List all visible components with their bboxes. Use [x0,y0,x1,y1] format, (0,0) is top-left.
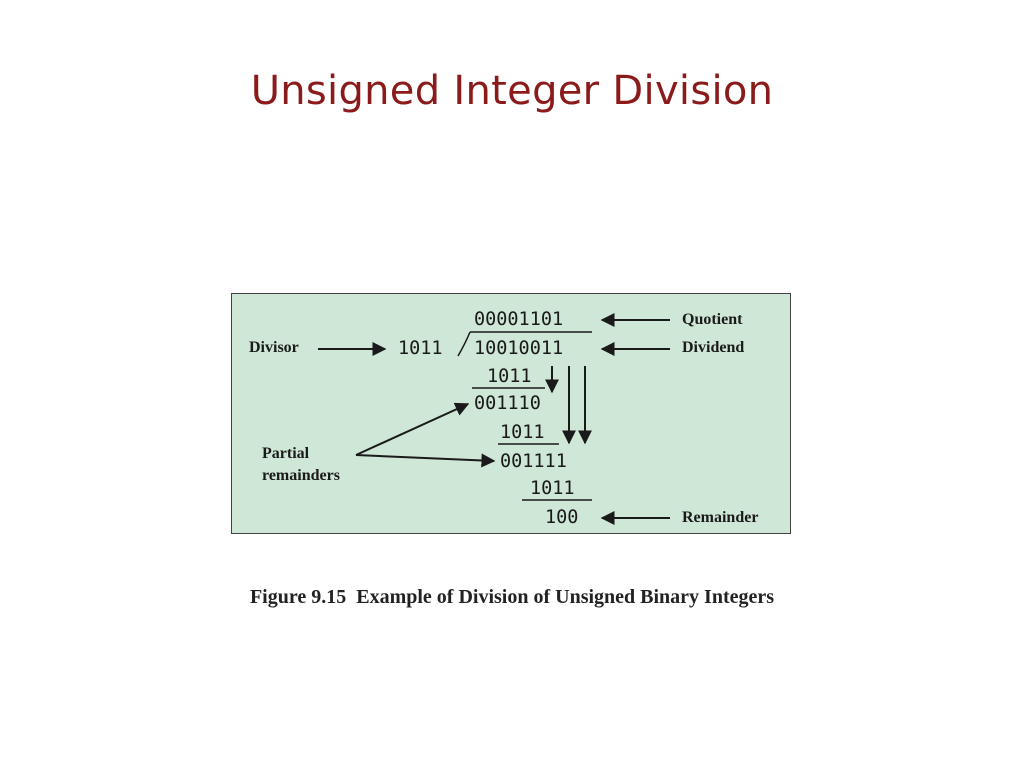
division-diagram: 00001101 1011 10010011 1011 001110 1011 … [249,309,758,528]
division-bracket [457,331,471,357]
divisor-value: 1011 [398,338,443,359]
remainder-value: 100 [545,507,578,528]
partial-remainder-arrow-2 [355,453,496,468]
partial-remainder-arrow-1 [355,402,470,456]
partial-remainders-label-line1: Partial [262,445,310,462]
divisor-label: Divisor [249,339,299,356]
partial-remainder-1: 001110 [474,393,541,414]
quotient-label: Quotient [682,311,743,328]
figure-number: Figure 9.15 [249,586,347,608]
partial-remainders-label-line2: remainders [262,467,340,484]
slide-title: Unsigned Integer Division [250,68,774,114]
quotient-value: 00001101 [474,309,563,330]
step-1-subtrahend: 1011 [487,366,532,387]
dividend-value: 10010011 [474,338,563,359]
figure-caption: Figure 9.15 Example of Division of Unsig… [0,586,1024,609]
step-2-subtrahend: 1011 [500,422,545,443]
step-3-subtrahend: 1011 [530,478,575,499]
dividend-label: Dividend [682,339,744,356]
remainder-label: Remainder [682,509,758,526]
figure-caption-text: Example of Division of Unsigned Binary I… [356,586,775,608]
division-figure: 00001101 1011 10010011 1011 001110 1011 … [231,293,791,534]
partial-remainder-2: 001111 [500,451,567,472]
